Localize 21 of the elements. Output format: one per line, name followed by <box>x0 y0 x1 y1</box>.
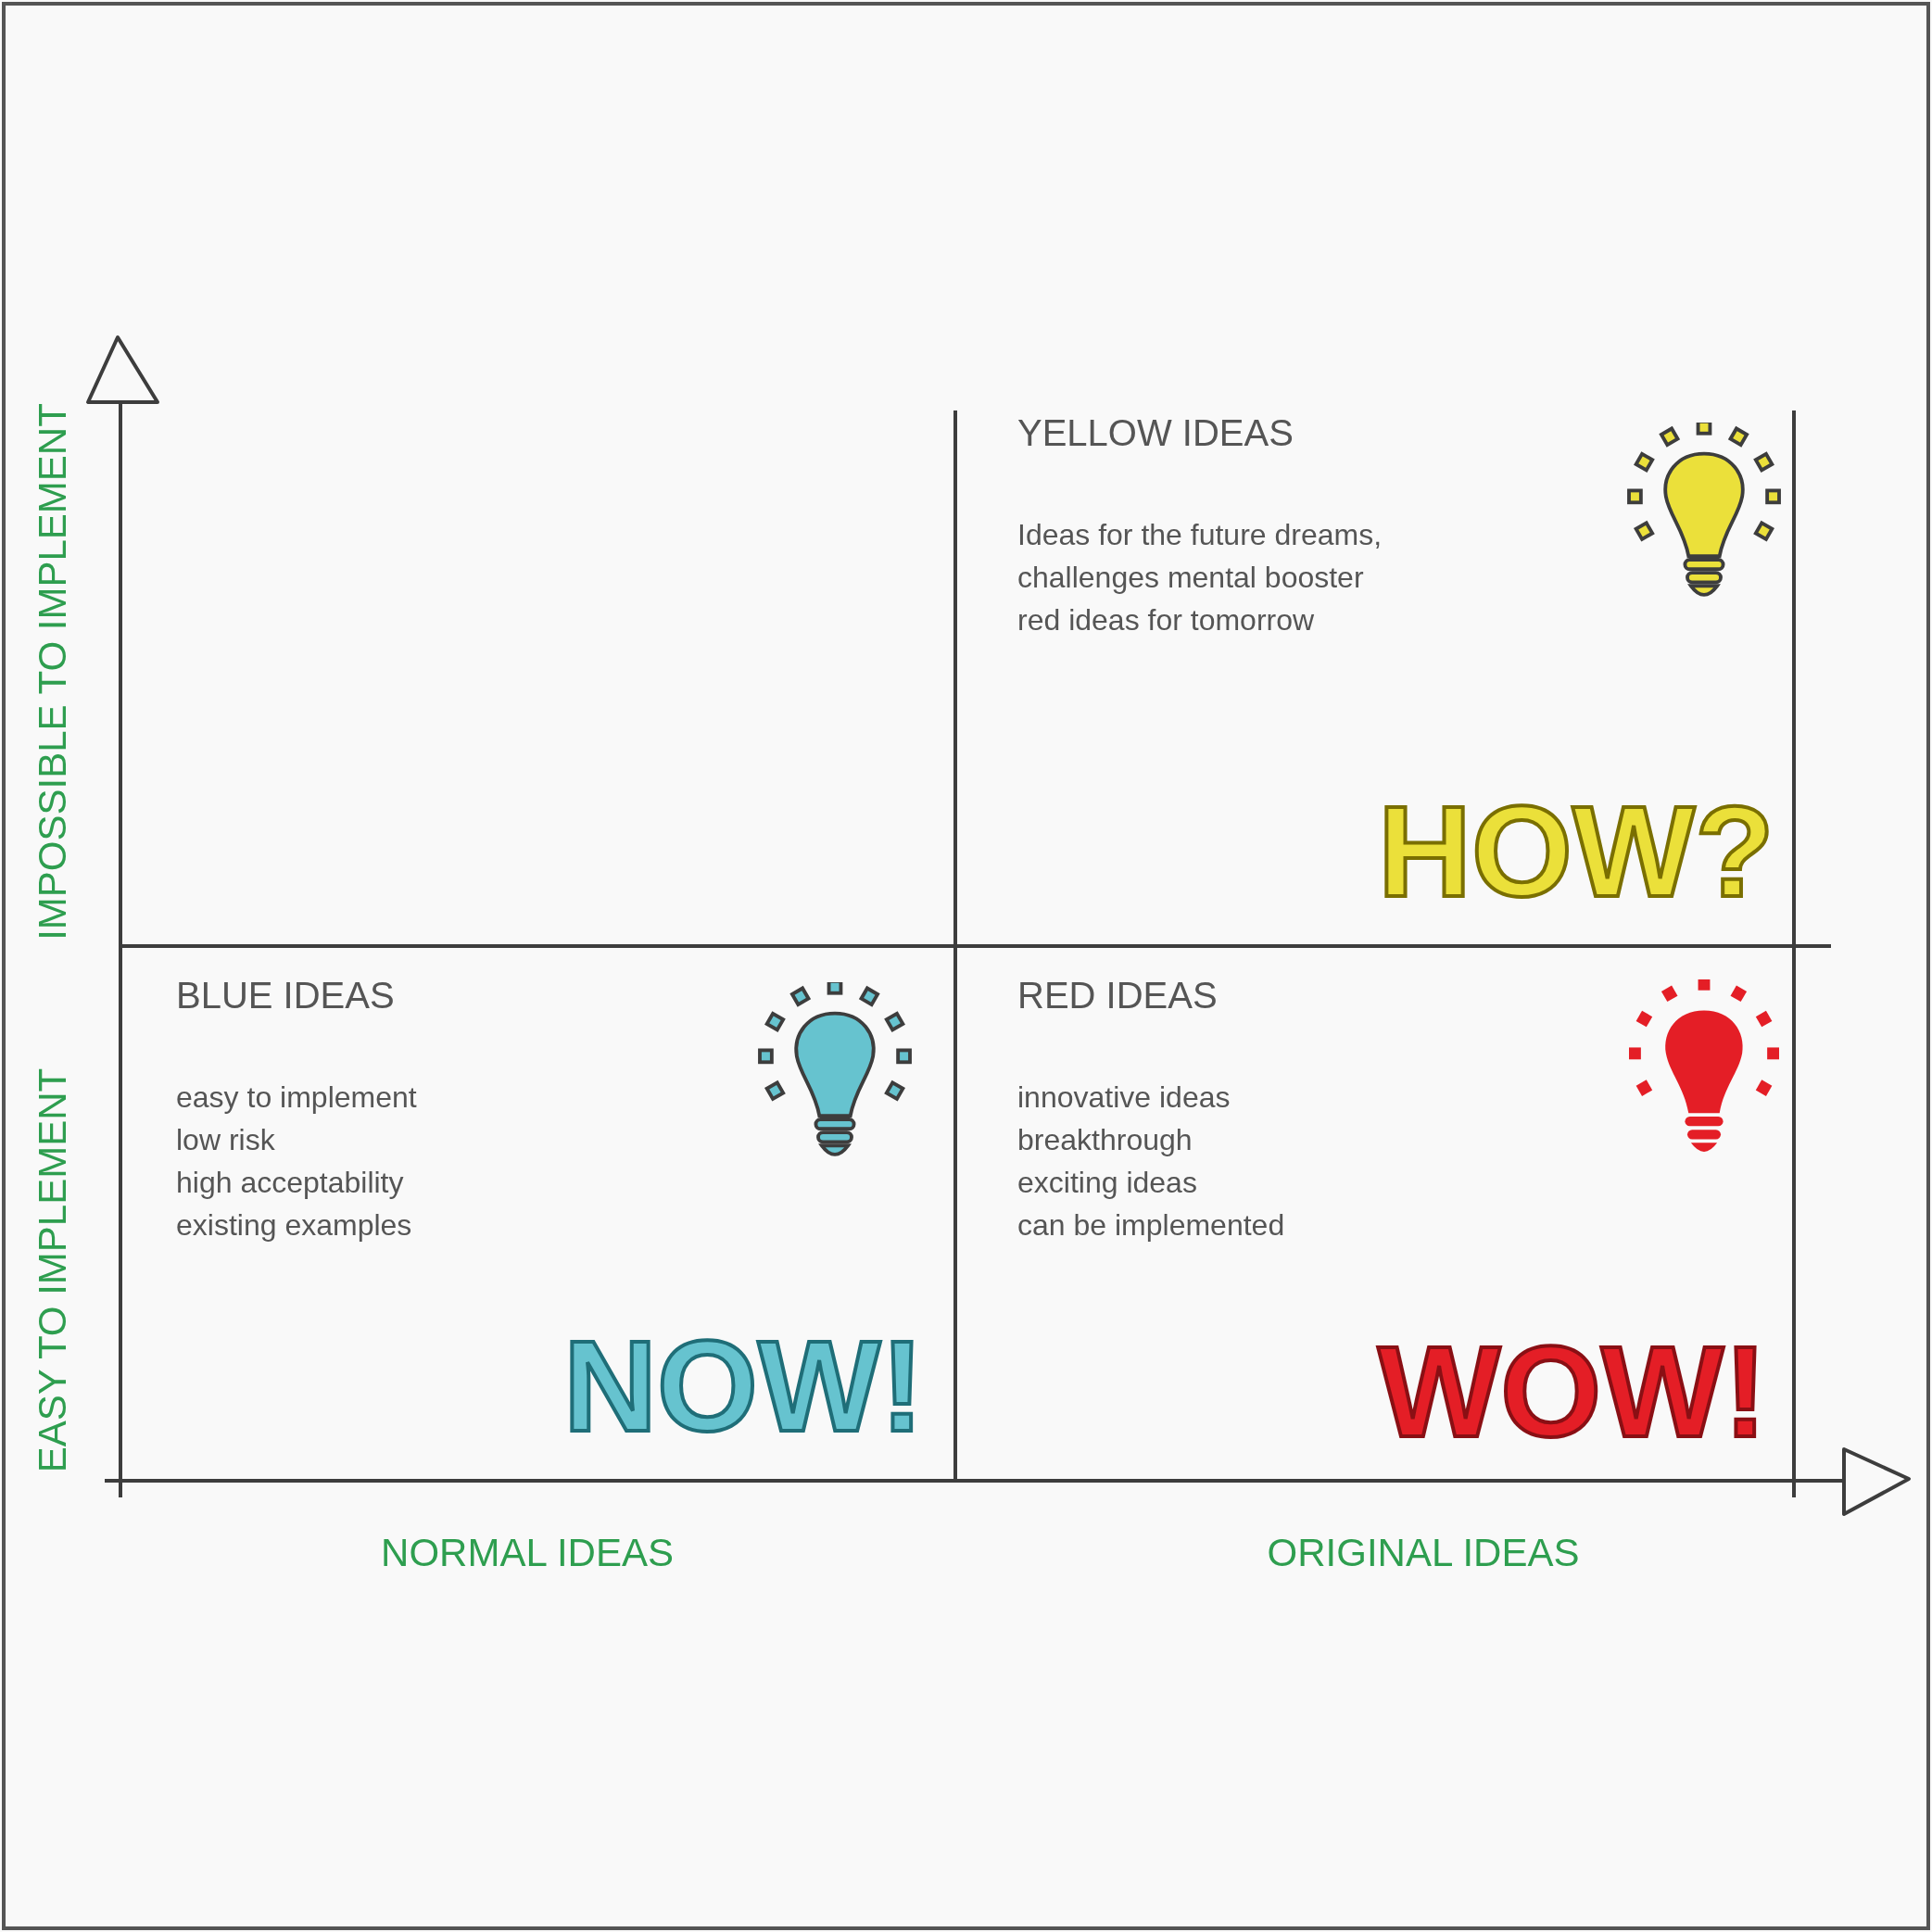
quadrant-heading: RED IDEAS <box>1017 974 1218 1017</box>
quadrant-heading: YELLOW IDEAS <box>1017 411 1294 455</box>
word-art: WOW! <box>1378 1318 1767 1466</box>
axis-label: ORIGINAL IDEAS <box>1267 1529 1580 1576</box>
idea-text: breakthrough <box>1017 1122 1193 1158</box>
idea-text: low risk <box>176 1122 275 1158</box>
axis-label: NORMAL IDEAS <box>381 1529 674 1576</box>
idea-text: Ideas for the future dreams, <box>1017 517 1383 553</box>
word-art: NOW! <box>563 1312 924 1460</box>
idea-text: innovative ideas <box>1017 1080 1231 1116</box>
axis-label: EASY TO IMPLEMENT <box>29 1067 75 1473</box>
idea-text: existing examples <box>176 1207 412 1244</box>
axis-label: IMPOSSIBLE TO IMPLEMENT <box>29 403 75 941</box>
idea-text: challenges mental booster <box>1017 560 1364 596</box>
idea-text: exciting ideas <box>1017 1165 1197 1201</box>
idea-text: can be implemented <box>1017 1207 1285 1244</box>
idea-text: red ideas for tomorrow <box>1017 602 1315 638</box>
idea-text: high acceptability <box>176 1165 404 1201</box>
word-art: HOW? <box>1378 777 1774 926</box>
quadrant-heading: BLUE IDEAS <box>176 974 395 1017</box>
idea-text: easy to implement <box>176 1080 417 1116</box>
